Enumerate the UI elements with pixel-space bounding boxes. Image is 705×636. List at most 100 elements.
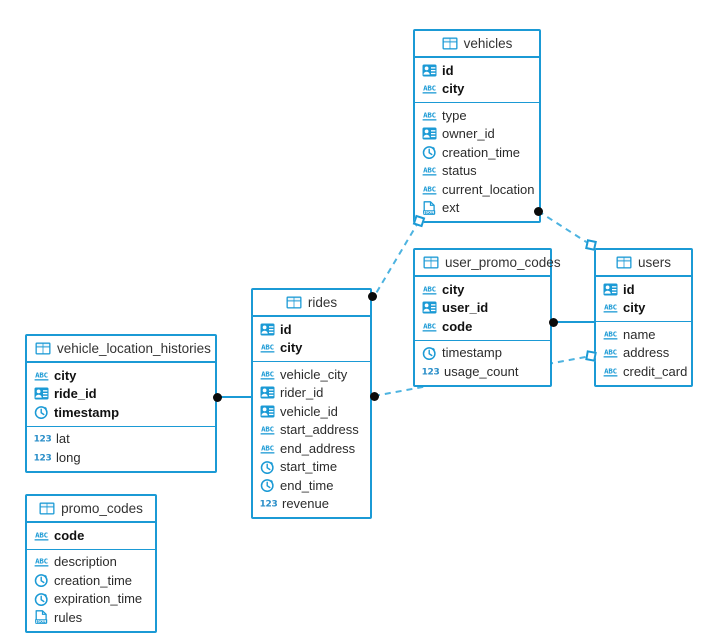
column-row-pk[interactable]: id bbox=[415, 61, 539, 80]
relationship-endpoint-dot-rides-users[interactable] bbox=[369, 391, 379, 401]
column-row[interactable]: creation_time bbox=[27, 571, 155, 590]
column-row-pk[interactable]: timestamp bbox=[27, 403, 215, 422]
uuid-id-card-icon bbox=[422, 301, 437, 314]
table-title-vehicle_location_histories: vehicle_location_histories bbox=[27, 336, 215, 361]
column-row[interactable]: owner_id bbox=[415, 125, 539, 144]
column-label: expiration_time bbox=[54, 591, 143, 607]
abc-string-icon: ABC bbox=[34, 369, 49, 382]
table-title-divider bbox=[596, 275, 691, 277]
table-icon bbox=[35, 342, 51, 355]
svg-text:123: 123 bbox=[34, 435, 51, 445]
svg-text:ABC: ABC bbox=[604, 366, 617, 375]
column-label: start_address bbox=[280, 422, 359, 438]
abc-string-icon: ABC bbox=[260, 442, 275, 455]
clock-timestamp-icon bbox=[34, 573, 49, 588]
column-row-pk[interactable]: id bbox=[253, 320, 370, 339]
svg-text:ABC: ABC bbox=[604, 348, 617, 357]
svg-text:ABC: ABC bbox=[604, 303, 617, 312]
uuid-id-card-icon bbox=[34, 387, 49, 400]
relationship-endpoint-dot-vehicles-users[interactable] bbox=[533, 206, 543, 216]
relationship-endpoint-dot-vehicles-rides[interactable] bbox=[367, 291, 377, 301]
column-row[interactable]: ABC end_address bbox=[253, 439, 370, 458]
column-row[interactable]: expiration_time bbox=[27, 590, 155, 609]
abc-string-icon: ABC bbox=[260, 423, 275, 436]
123-number-icon: 123 bbox=[422, 365, 439, 378]
column-label: revenue bbox=[282, 496, 329, 512]
column-label: rider_id bbox=[280, 385, 324, 401]
table-icon bbox=[442, 37, 458, 50]
column-row[interactable]: vehicle_id bbox=[253, 402, 370, 421]
column-row[interactable]: end_time bbox=[253, 476, 370, 495]
svg-text:123: 123 bbox=[422, 367, 439, 377]
svg-text:ABC: ABC bbox=[261, 343, 274, 352]
column-row[interactable]: 123 lat bbox=[27, 430, 215, 449]
column-label: address bbox=[623, 345, 670, 361]
column-row-pk[interactable]: ride_id bbox=[27, 385, 215, 404]
table-name-label: vehicles bbox=[463, 36, 513, 51]
clock-timestamp-icon bbox=[34, 592, 49, 606]
column-row[interactable]: timestamp bbox=[415, 344, 550, 363]
table-title-divider bbox=[415, 56, 539, 58]
column-label: code bbox=[54, 527, 85, 543]
abc-string-icon: ABC bbox=[603, 301, 618, 314]
column-label: lat bbox=[56, 431, 70, 447]
123-number-icon: 123 bbox=[34, 451, 51, 464]
primary-key-divider bbox=[415, 339, 550, 341]
column-row[interactable]: start_time bbox=[253, 458, 370, 477]
uuid-id-card-icon bbox=[260, 386, 275, 399]
svg-text:ABC: ABC bbox=[423, 84, 436, 93]
column-row-pk[interactable]: user_id bbox=[415, 299, 550, 318]
abc-string-icon: ABC bbox=[260, 341, 275, 354]
abc-string-icon: ABC bbox=[260, 368, 275, 381]
relationship-endpoint-dot-vehicle_location_histories-rides[interactable] bbox=[212, 392, 222, 402]
relationship-endpoint-diamond-vehicles-users[interactable] bbox=[585, 239, 597, 251]
column-row[interactable]: creation_time bbox=[415, 143, 539, 162]
relationship-endpoint-dot-user_promo_codes-users[interactable] bbox=[548, 317, 558, 327]
column-row[interactable]: ABC address bbox=[596, 344, 691, 363]
relationship-endpoint-diamond-rides-users[interactable] bbox=[585, 350, 597, 362]
svg-text:ABC: ABC bbox=[423, 166, 436, 175]
column-label: creation_time bbox=[54, 572, 133, 588]
column-label: id bbox=[623, 281, 635, 297]
column-label: type bbox=[442, 107, 467, 123]
column-label: end_address bbox=[280, 440, 356, 456]
abc-string-icon: ABC bbox=[603, 346, 618, 359]
primary-key-divider bbox=[415, 102, 539, 103]
column-label: timestamp bbox=[54, 404, 120, 420]
column-row[interactable]: ABC start_address bbox=[253, 421, 370, 440]
table-title-user_promo_codes: user_promo_codes bbox=[415, 250, 561, 275]
column-row-pk[interactable]: id bbox=[596, 280, 691, 299]
relationship-endpoint-diamond-vehicles-rides[interactable] bbox=[412, 214, 426, 228]
column-row[interactable]: rider_id bbox=[253, 384, 370, 403]
